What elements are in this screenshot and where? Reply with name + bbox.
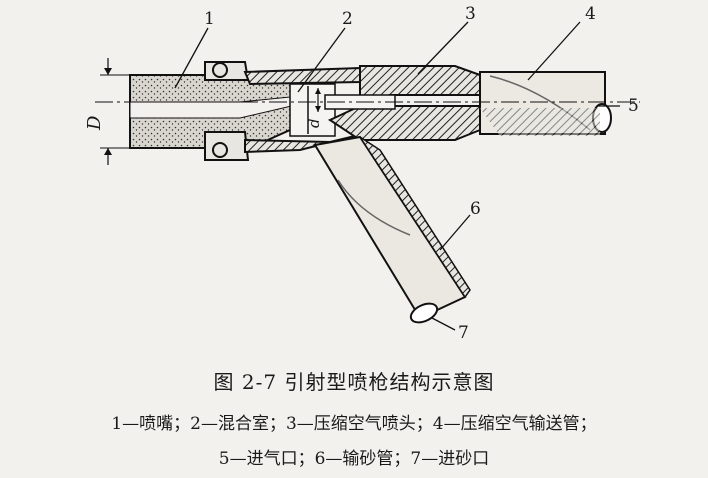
callout-5: 5 [628, 96, 639, 116]
sand-delivery-pipe [313, 135, 471, 324]
mixing-chamber [243, 66, 361, 154]
callout-2: 2 [342, 9, 353, 29]
callout-7: 7 [458, 323, 469, 343]
dimension-d: d [305, 88, 323, 128]
dimension-D-label: D [84, 115, 105, 131]
dimension-d-label: d [305, 118, 323, 128]
air-supply-pipe [479, 71, 612, 136]
callout-6: 6 [470, 199, 481, 219]
callout-4: 4 [585, 4, 596, 24]
figure-legend-line-1: 1—喷嘴；2—混合室；3—压缩空气喷头；4—压缩空气输送管； [111, 414, 597, 434]
leader-lines [174, 21, 620, 331]
dimension-D: D [84, 58, 130, 165]
air-nozzle-head [324, 65, 481, 141]
figure-legend-line-2: 5—进气口；6—输砂管；7—进砂口 [218, 449, 490, 469]
figure-caption-title: 图 2-7 引射型喷枪结构示意图 [213, 370, 495, 394]
callout-3: 3 [465, 4, 476, 24]
callout-1: 1 [204, 9, 215, 29]
